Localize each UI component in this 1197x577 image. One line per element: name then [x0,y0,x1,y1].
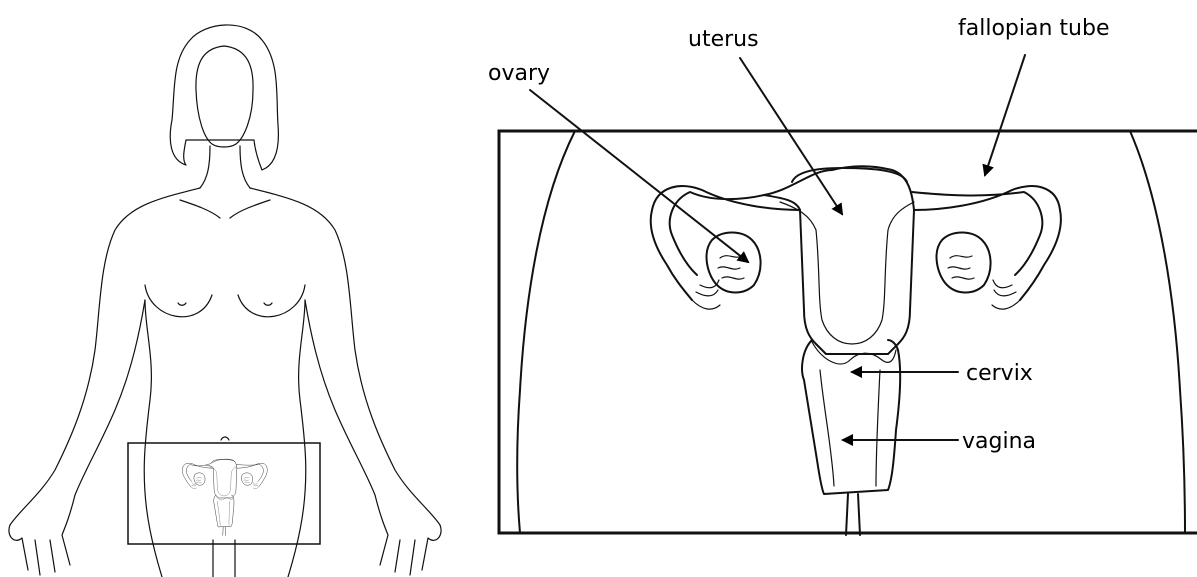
hip-right [1130,131,1185,533]
fimbriae-right [992,280,1020,309]
ovary-left [707,233,761,293]
ovary-leader [530,90,748,262]
fallopian-tube-leader [985,55,1025,175]
vagina-label: vagina [962,429,1036,454]
right-arm-inner [305,300,375,495]
nipple-left [178,303,186,305]
uterus [764,166,914,354]
vagina-inner [820,370,880,486]
uterus-leader [740,58,842,214]
nipple-right [264,303,272,305]
torso-right [288,300,306,577]
mini-reproductive-organs [182,459,267,535]
fallopian-tube-label: fallopian tube [958,16,1109,41]
right-arm-outer [250,188,440,525]
face [196,46,253,147]
left-arm-outer [10,188,200,525]
ovary-right [937,233,991,293]
body-outline [9,25,441,577]
torso-left [144,300,162,577]
inner-leg [213,540,235,577]
ovary-right-detail [948,256,974,279]
hair [170,25,278,170]
collarbone-right [230,200,270,218]
ovary-label: ovary [488,61,550,86]
cervix-label: cervix [966,361,1033,386]
right-hand [375,495,441,575]
vaginal-opening [846,494,860,535]
breast-right [238,285,305,317]
cervix-vagina [802,340,900,494]
neck [240,146,250,188]
uterus-label: uterus [688,27,759,52]
left-hand [9,495,75,575]
detail-frame [499,131,1197,533]
navel [221,437,229,440]
inset-highlight-box [128,443,320,544]
ovary-left-detail [718,256,744,279]
reproductive-organs [651,166,1061,535]
neck [200,146,210,188]
collarbone-left [180,200,220,218]
hip-left [517,131,575,533]
left-arm-inner [75,300,145,495]
breast-left [145,285,212,317]
